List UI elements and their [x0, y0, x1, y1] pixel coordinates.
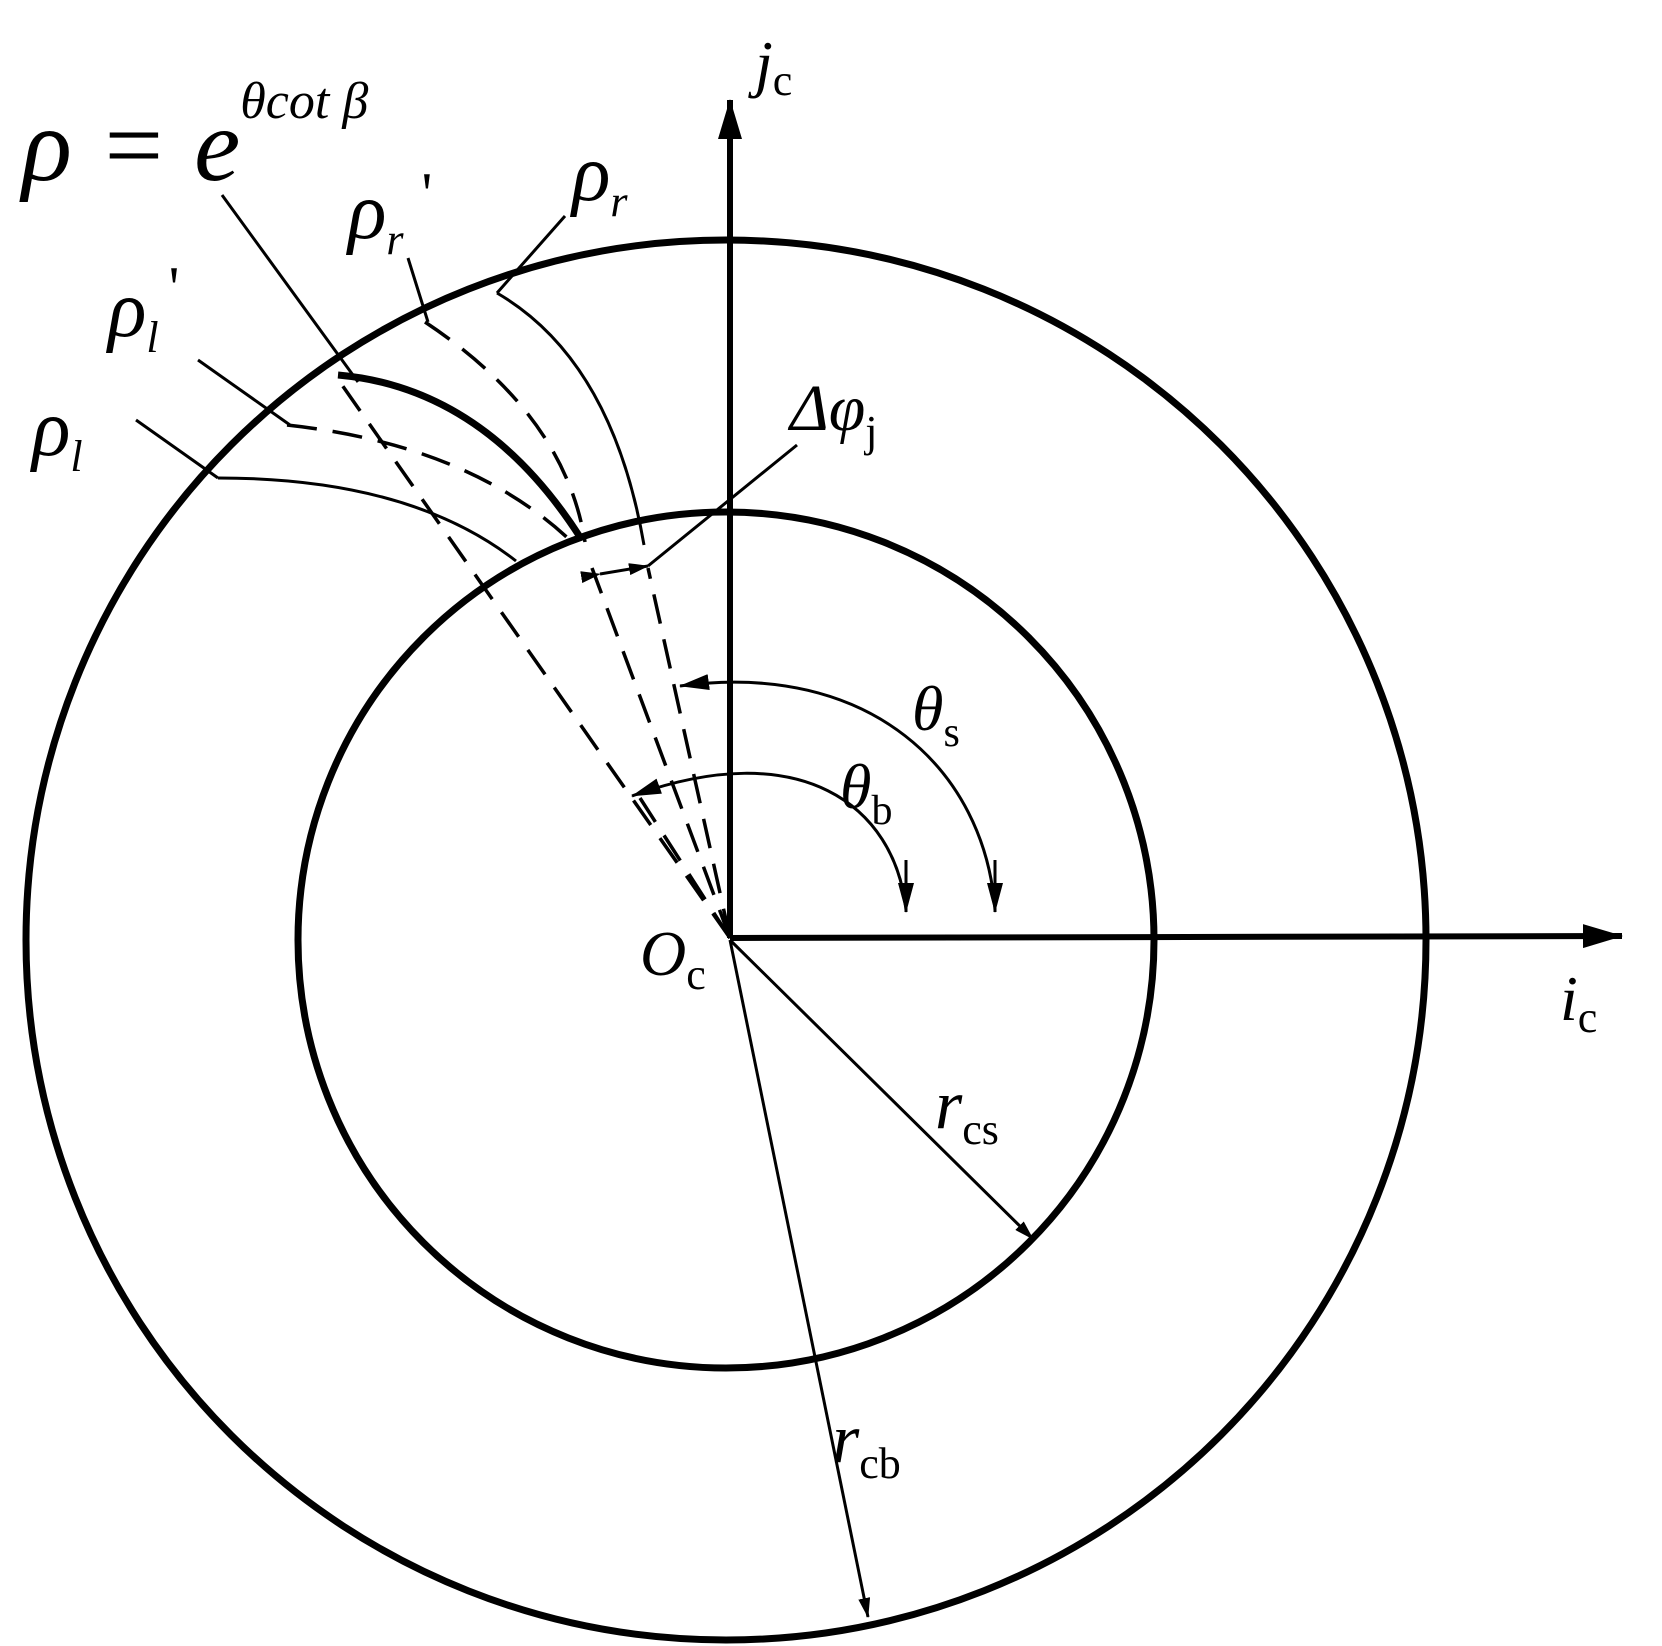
r-cs-arrow [728, 938, 1035, 1241]
spiral-rho-l [217, 476, 517, 563]
label-rho-l: ρl [29, 385, 83, 481]
label-delta-phi: Δφj [787, 372, 877, 456]
theta-s-arc [679, 674, 997, 911]
spiral-rho-l-prime [286, 423, 574, 544]
label-i-axis: ic [1560, 963, 1597, 1042]
leader-delta-phi [647, 443, 798, 568]
spiral-rho-r-prime [424, 320, 587, 543]
theta-b-arc [631, 771, 908, 911]
delta-phi-arrow [580, 563, 649, 584]
leader-rho-r [495, 215, 567, 294]
label-j-axis: jc [748, 28, 792, 105]
spiral-rho-r [496, 291, 646, 546]
label-rho-r: ρr [569, 130, 628, 226]
r-cb-arrow [728, 939, 871, 1618]
spiral-rho-l-bold [337, 371, 583, 539]
leader-rho-r-prime [406, 257, 430, 323]
label-rho-r-prime: ρr' [345, 161, 432, 264]
label-r-cb: rcb [832, 1401, 901, 1488]
radial-dash-4 [638, 797, 732, 939]
leader-rho-l [135, 418, 219, 480]
label-formula: ρ = eθcot β [19, 73, 368, 203]
i-axis [729, 924, 1623, 949]
radial-dash-3 [646, 567, 732, 939]
label-origin: Oc [640, 918, 706, 999]
label-rho-l-prime: ρl' [105, 255, 179, 362]
radial-dash-2 [590, 567, 732, 939]
label-theta-s: θs [912, 673, 960, 756]
label-theta-b: θb [840, 751, 892, 834]
label-r-cs: rcs [935, 1067, 999, 1154]
leader-formula [220, 194, 360, 383]
radial-dash-1 [340, 383, 732, 940]
outer-circle [22, 236, 1430, 1644]
leader-rho-l-prime [197, 358, 291, 427]
